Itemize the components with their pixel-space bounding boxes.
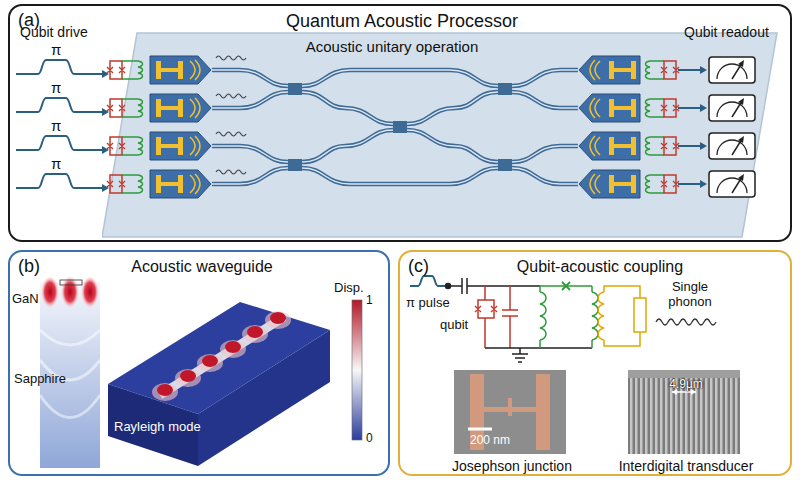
micrograph-box: 200 nmJosephson junction bbox=[456, 372, 568, 476]
panel-letter: (b) bbox=[18, 256, 40, 277]
pulse-label: π bbox=[51, 79, 61, 96]
panel-box: (a)Quantum Acoustic ProcessorAcoustic un… bbox=[8, 4, 792, 242]
panel-title: Quantum Acoustic Processor bbox=[286, 11, 518, 32]
pulse-label: π bbox=[51, 117, 61, 134]
panel-title: Qubit-acoustic coupling bbox=[517, 258, 683, 276]
coupling-circuit bbox=[410, 276, 716, 362]
pulse-label: π bbox=[51, 41, 61, 58]
pulse-label: π bbox=[51, 155, 61, 172]
material-label: Sapphire bbox=[14, 372, 66, 387]
signal-label: Single phonon bbox=[655, 280, 725, 310]
chip-surface bbox=[102, 33, 777, 237]
micrograph-box: 4.9μmInterdigital transducer bbox=[630, 372, 742, 476]
mode-label: Rayleigh mode bbox=[114, 420, 201, 435]
signal-label: Qubit readout bbox=[684, 24, 769, 40]
panel-box: (b) Acoustic waveguide bbox=[8, 250, 390, 476]
color-bar bbox=[352, 300, 362, 440]
chip-label: Acoustic unitary operation bbox=[306, 38, 479, 55]
chip-plane: Acoustic unitary operation bbox=[102, 32, 778, 238]
image-caption: Josephson junction bbox=[452, 458, 572, 474]
dimension-label: 4.9μm bbox=[669, 378, 703, 392]
signal-label: Qubit drive bbox=[20, 24, 88, 40]
colorbar-tick: 1 bbox=[366, 294, 373, 308]
scale-bar-label: 200 nm bbox=[470, 434, 510, 448]
colorbar-tick: 0 bbox=[366, 432, 373, 446]
chip-outline bbox=[102, 32, 778, 238]
panel-box: (c)Qubit-acoustic coupling200 nmJosephso… bbox=[398, 250, 792, 476]
component-label: qubit bbox=[440, 318, 468, 333]
panel-letter: (c) bbox=[408, 256, 429, 277]
colorbar-title: Disp. bbox=[334, 281, 364, 296]
image-caption: Interdigital transducer bbox=[619, 458, 754, 474]
junction-micrograph bbox=[454, 370, 566, 454]
signal-label: π pulse bbox=[406, 296, 450, 311]
transducer-micrograph bbox=[628, 370, 740, 454]
waveguide-3d-view bbox=[108, 302, 330, 466]
panel-title: Acoustic waveguide bbox=[131, 258, 272, 276]
material-label: GaN bbox=[12, 292, 39, 307]
